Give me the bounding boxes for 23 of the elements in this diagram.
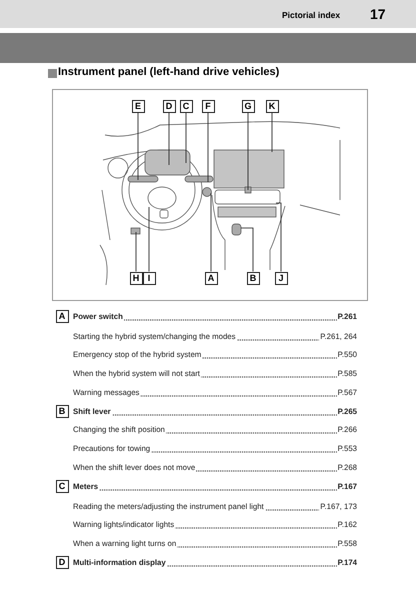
leader-line xyxy=(210,192,212,272)
leader-line xyxy=(276,202,282,272)
callout-letter: G xyxy=(242,100,254,112)
callout-letter: J xyxy=(274,272,288,284)
callout-letter: A xyxy=(56,310,68,322)
callout-letter: B xyxy=(56,404,68,418)
callout-letter: E xyxy=(132,100,144,112)
callout-letter: K xyxy=(266,100,278,112)
callout-letter: I xyxy=(142,272,156,284)
callout-letter: C xyxy=(56,480,68,492)
section-heading: Pictorial index xyxy=(282,10,340,20)
title: Instrument panel (left-hand drive vehicles) xyxy=(58,66,280,78)
page-number: 17 xyxy=(370,6,386,22)
callout-letter: D xyxy=(162,100,176,112)
callout-letter: A xyxy=(204,272,218,284)
callout-letter: D xyxy=(56,556,68,568)
callout-letter: B xyxy=(246,272,260,284)
callout-letter: H xyxy=(130,272,142,284)
callout-letter: F xyxy=(202,100,214,112)
leader-line xyxy=(168,112,170,166)
leader-line xyxy=(148,206,150,272)
callout-letter: C xyxy=(180,100,192,112)
leader-line xyxy=(240,228,254,272)
